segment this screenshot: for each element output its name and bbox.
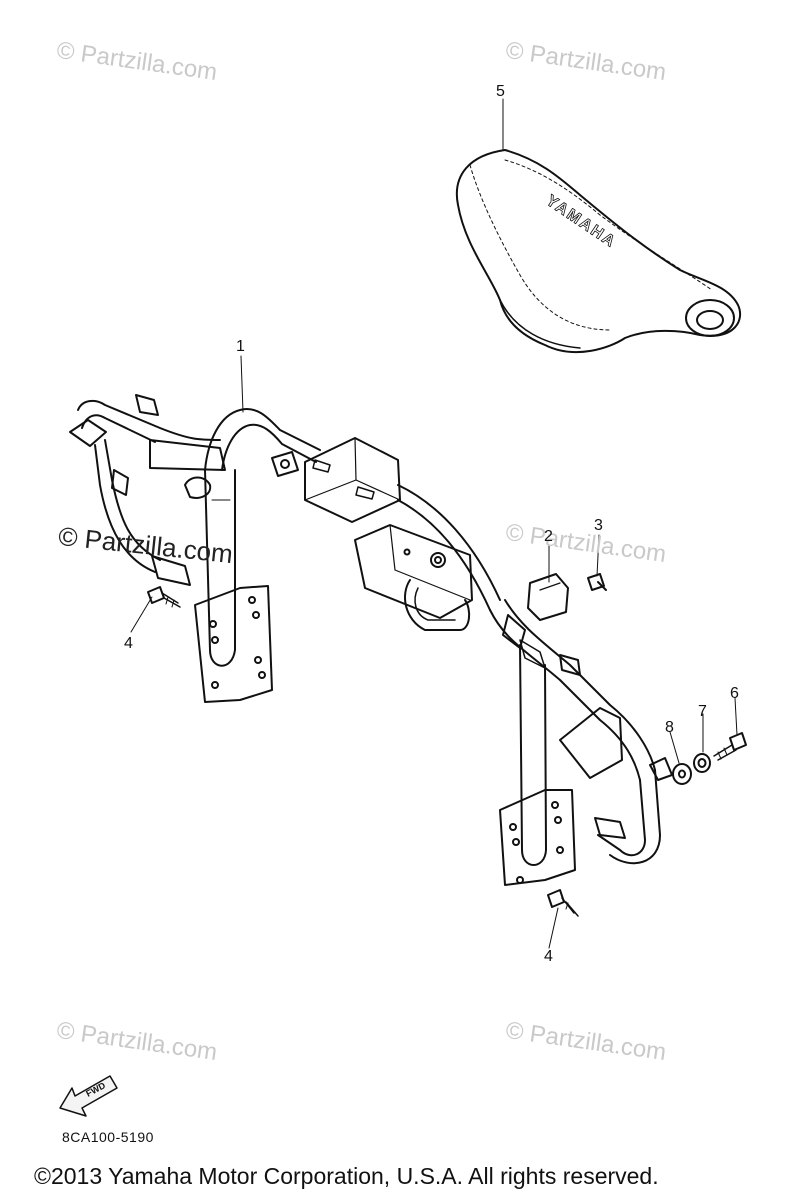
leader-lines — [131, 99, 737, 948]
callout-2: 2 — [544, 528, 553, 545]
diagram-code: 8CA100-5190 — [62, 1129, 154, 1145]
fwd-arrow-icon: FWD — [60, 1076, 117, 1116]
callout-8: 8 — [665, 719, 674, 736]
bolt-part-6 — [714, 733, 746, 760]
handlebar-frame-part-1 — [70, 395, 672, 885]
callout-1: 1 — [236, 338, 245, 355]
callout-4-lower: 4 — [544, 948, 553, 965]
callout-6: 6 — [730, 685, 739, 702]
washer-part-8 — [673, 764, 691, 784]
lock-washer-part-7 — [694, 754, 710, 772]
screw-part-3 — [588, 574, 606, 590]
handlebar-cover-part-5: YAMAHA — [457, 150, 740, 352]
clip-part-2 — [528, 574, 568, 620]
copyright-notice: ©2013 Yamaha Motor Corporation, U.S.A. A… — [34, 1163, 659, 1189]
bolt-part-4-upper — [148, 587, 180, 607]
cover-logo-text: YAMAHA — [543, 192, 619, 251]
callout-7: 7 — [698, 703, 707, 720]
callout-5: 5 — [496, 83, 505, 100]
callout-4-upper: 4 — [124, 635, 133, 652]
bolt-part-4-lower — [548, 890, 578, 916]
callout-3: 3 — [594, 517, 603, 534]
